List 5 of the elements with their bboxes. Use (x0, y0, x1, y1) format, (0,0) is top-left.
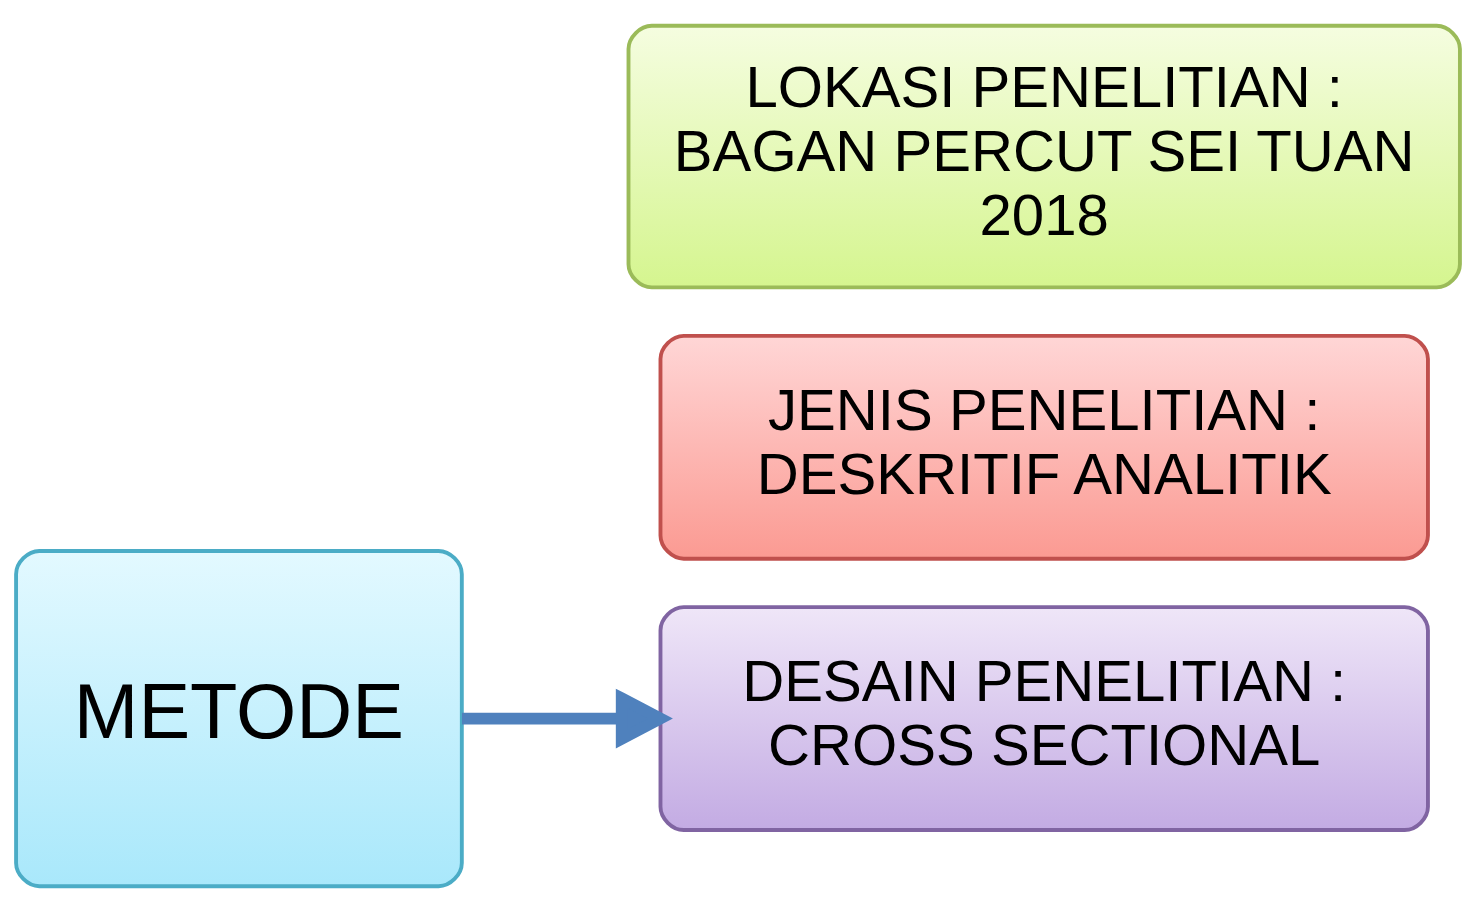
arrow (462, 688, 673, 749)
node-box: LOKASI PENELITIAN : BAGAN PERCUT SEI TUAN 2018 (626, 23, 1462, 289)
node-box: JENIS PENELITIAN : DESKRITIF ANALITIK (658, 333, 1430, 561)
node-box: METODE (14, 548, 464, 888)
node-box: DESAIN PENELITIAN : CROSS SECTIONAL (658, 604, 1430, 832)
